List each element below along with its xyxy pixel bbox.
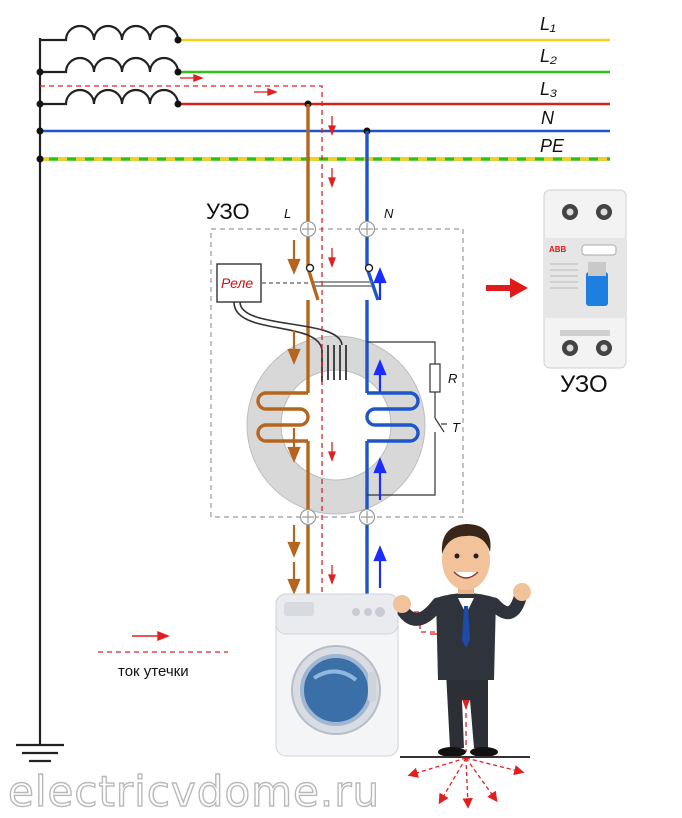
junction-dots	[36, 36, 371, 163]
terminals	[299, 220, 376, 526]
contacts	[305, 263, 374, 273]
person-figure	[393, 524, 531, 757]
washing-machine	[275, 593, 399, 757]
terminal-bottom-n	[358, 508, 376, 526]
legend-text: ток утечки	[118, 663, 189, 680]
test-button-label: T	[452, 420, 461, 435]
test-circuit	[367, 341, 447, 496]
pointer-arrow-icon	[486, 278, 528, 298]
label-n: N	[541, 108, 555, 128]
label-pe: PE	[540, 136, 565, 156]
neutral-current-arrows	[373, 267, 387, 588]
device-brand: ABB	[549, 245, 567, 254]
relay-label: Реле	[221, 275, 253, 291]
phase-conductor	[256, 104, 320, 598]
earth-symbol-icon	[16, 743, 64, 763]
resistor-label: R	[448, 371, 457, 386]
ground-scatter	[407, 757, 525, 809]
terminal-top-l	[299, 220, 317, 238]
phase-current-arrows	[287, 240, 301, 595]
label-l2: L₂	[540, 46, 557, 66]
rcd-device-image: ABB	[543, 189, 627, 369]
legend: ток утечки	[98, 630, 228, 680]
watermark: electricvdome.ru	[8, 767, 380, 816]
relay: Реле	[216, 263, 347, 382]
label-l3: L₃	[540, 79, 557, 99]
rcd-box-title: УЗО	[206, 199, 250, 224]
label-l1: L₁	[540, 14, 556, 34]
terminal-top-n	[358, 220, 376, 238]
terminal-l-label: L	[284, 206, 291, 221]
terminal-n-label: N	[384, 206, 394, 221]
terminal-bottom-l	[299, 508, 317, 526]
source-windings	[40, 24, 180, 106]
legend-arrow-icon	[132, 630, 170, 642]
rcd-box	[210, 228, 464, 518]
device-caption: УЗО	[560, 371, 608, 398]
